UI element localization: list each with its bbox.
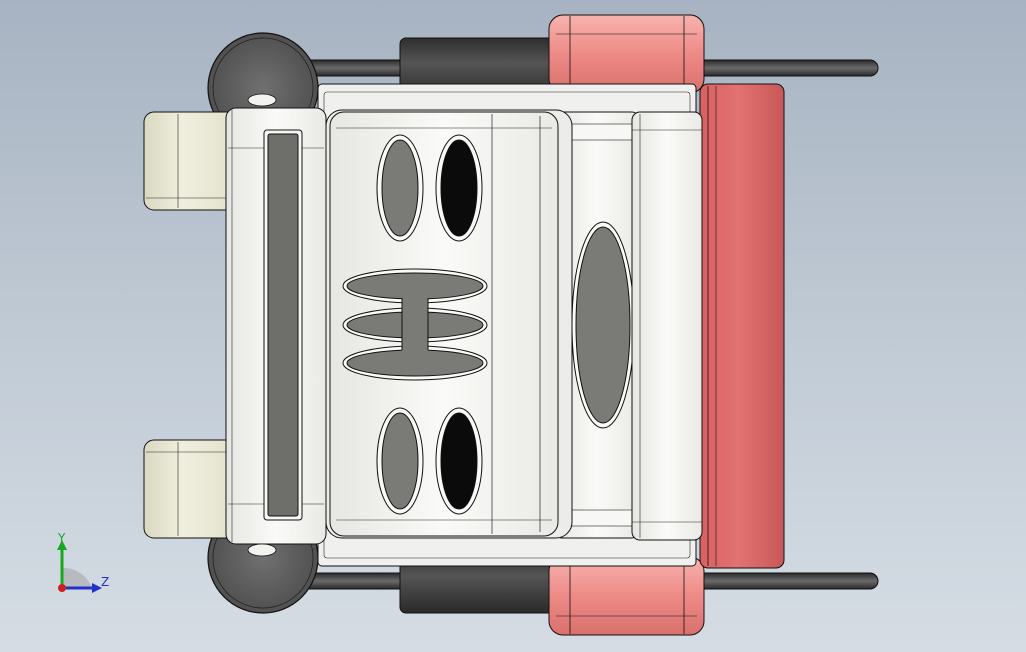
coordinate-triad: Y Z: [48, 528, 128, 598]
origin-dot: [58, 584, 66, 592]
z-axis-label: Z: [101, 575, 110, 589]
cream-rollers: [143, 111, 239, 539]
red-side-panel: [699, 83, 785, 569]
salmon-end-blocks: [548, 14, 705, 636]
center-plate: [555, 111, 639, 539]
y-axis-label: Y: [58, 531, 66, 545]
right-plate: [631, 111, 703, 541]
vent-holes-bottom: [376, 407, 483, 515]
center-h-cutout: [342, 268, 488, 381]
left-frame: [225, 93, 327, 557]
vent-holes-top: [376, 134, 483, 242]
